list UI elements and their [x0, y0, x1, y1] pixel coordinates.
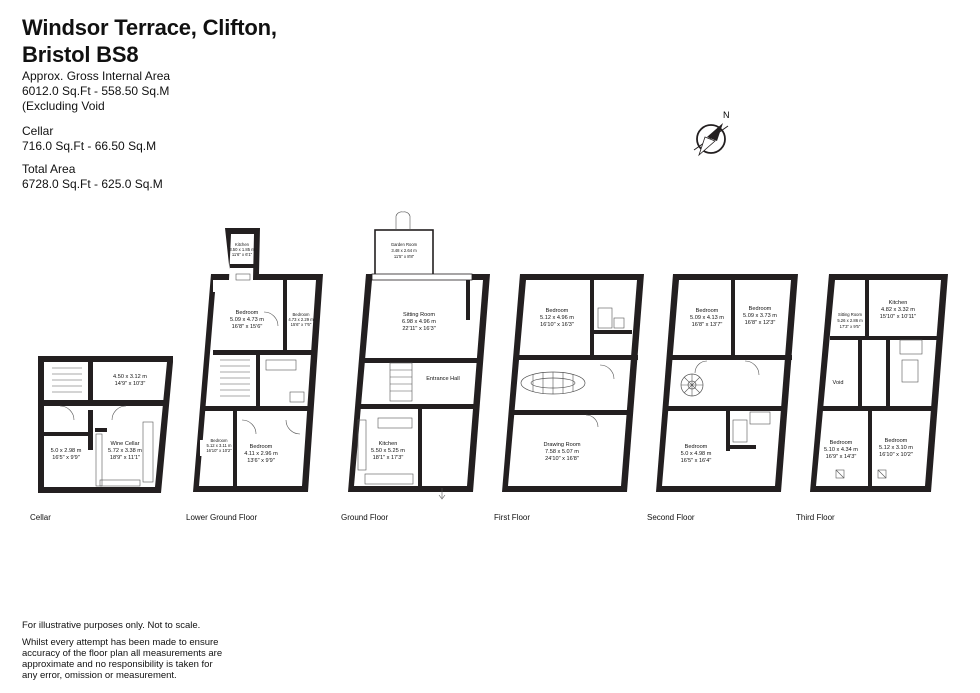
- compass-label: N: [723, 110, 730, 120]
- cellar-room-imperial: 16'5" x 9'9": [52, 455, 80, 461]
- total-area-label: Total Area: [22, 162, 76, 176]
- title-line-1: Windsor Terrace, Clifton,: [22, 15, 277, 40]
- entrance-hall-name: Entrance Hall: [426, 376, 460, 382]
- compass-north-icon: N: [693, 110, 730, 157]
- title-line-2: Bristol BS8: [22, 42, 139, 67]
- disclaimer: For illustrative purposes only. Not to s…: [22, 620, 242, 681]
- t-bedroom-right-imperial: 16'10" x 10'2": [879, 452, 913, 458]
- cellar-room-metric: 5.0 x 2.98 m: [51, 448, 82, 454]
- lg-bedroom-main-metric: 5.09 x 4.73 m: [230, 317, 264, 323]
- lg-bedroom-right-name: Bedroom: [293, 312, 311, 317]
- disclaimer-line-3: accuracy of the floor plan all measureme…: [22, 648, 223, 659]
- lg-bedroom-left-metric: 5.12 x 3.11 m: [206, 443, 232, 448]
- cellar-store-metric: 4.50 x 3.12 m: [113, 374, 147, 380]
- t-sitting-room-imperial: 17'3" x 9'5": [840, 324, 861, 329]
- gia-value: 6012.0 Sq.Ft - 558.50 Sq.M: [22, 84, 170, 98]
- floor-label-first: First Floor: [494, 513, 530, 522]
- floor-label-second: Second Floor: [647, 513, 695, 522]
- t-kitchen-metric: 4.82 x 3.32 m: [881, 307, 915, 313]
- lg-kitchen-metric: 3.50 x 1.85 m: [229, 247, 255, 252]
- cellar-plan: 4.50 x 3.12 m 14'9" x 10'3" 5.0 x 2.98 m…: [38, 356, 173, 493]
- s-bedroom-right-name: Bedroom: [749, 306, 772, 312]
- floor-label-third: Third Floor: [796, 513, 835, 522]
- wine-cellar-name: Wine Cellar: [111, 441, 140, 447]
- s-bedroom-left-imperial: 16'8" x 13'7": [692, 322, 723, 328]
- s-bedroom-left-metric: 5.09 x 4.13 m: [690, 315, 724, 321]
- wine-cellar-imperial: 18'9" x 11'1": [110, 455, 140, 461]
- lg-bedroom-main-name: Bedroom: [236, 310, 259, 316]
- lg-bedroom-left-imperial: 16'10" x 10'2": [206, 448, 232, 453]
- s-bedroom-right-metric: 5.09 x 3.73 m: [743, 313, 777, 319]
- lg-bedroom-right-imperial: 15'6" x 7'6": [291, 322, 312, 327]
- f-bedroom-metric: 5.12 x 4.96 m: [540, 315, 574, 321]
- disclaimer-line-1: For illustrative purposes only. Not to s…: [22, 620, 201, 631]
- g-kitchen-metric: 5.50 x 5.25 m: [371, 448, 405, 454]
- garden-room-name: Garden Room: [391, 242, 418, 247]
- s-bedroom-right-imperial: 16'8" x 12'3": [745, 320, 776, 326]
- ground-floor-plan: Garden Room 3.48 x 2.64 m 11'5" x 8'8" S…: [348, 211, 490, 500]
- s-bedroom-front-metric: 5.0 x 4.98 m: [681, 451, 712, 457]
- cellar-area: Cellar 716.0 Sq.Ft - 66.50 Sq.M: [22, 124, 156, 154]
- cellar-area-value: 716.0 Sq.Ft - 66.50 Sq.M: [22, 139, 157, 153]
- sitting-room-imperial: 22'11" x 16'3": [402, 326, 435, 332]
- sitting-room-metric: 6.98 x 4.96 m: [402, 319, 436, 325]
- lg-bedroom-right-metric: 4.73 x 2.29 m: [288, 317, 314, 322]
- lower-ground-floor-plan: Kitchen 3.50 x 1.85 m 11'6" x 6'1" Bedro…: [193, 228, 323, 492]
- cellar-area-label: Cellar: [22, 124, 54, 138]
- floor-label-lower-ground: Lower Ground Floor: [186, 513, 258, 522]
- floor-label-cellar: Cellar: [30, 513, 51, 522]
- lg-bedroom-left-name: Bedroom: [211, 438, 229, 443]
- t-kitchen-imperial: 15'10" x 10'11": [880, 314, 917, 320]
- g-kitchen-imperial: 18'1" x 17'3": [373, 455, 404, 461]
- drawing-room-metric: 7.58 x 5.07 m: [545, 449, 579, 455]
- lg-bedroom-mid-metric: 4.11 x 2.96 m: [244, 451, 278, 457]
- t-bedroom-left-imperial: 16'9" x 14'3": [826, 454, 857, 460]
- f-bedroom-imperial: 16'10" x 16'3": [540, 322, 574, 328]
- t-bedroom-right-metric: 5.12 x 3.10 m: [879, 445, 913, 451]
- s-bedroom-left-name: Bedroom: [696, 308, 719, 314]
- void-label: Void: [833, 380, 844, 386]
- disclaimer-line-2: Whilst every attempt has been made to en…: [22, 637, 219, 648]
- garden-room-imperial: 11'5" x 8'8": [394, 254, 415, 259]
- t-sitting-room-metric: 5.26 x 2.86 m: [837, 318, 863, 323]
- g-kitchen-name: Kitchen: [379, 441, 398, 447]
- t-bedroom-right-name: Bedroom: [885, 438, 908, 444]
- first-floor-plan: Bedroom 5.12 x 4.96 m 16'10" x 16'3" Dra…: [502, 274, 644, 492]
- lg-kitchen-name: Kitchen: [235, 242, 250, 247]
- total-area: Total Area 6728.0 Sq.Ft - 625.0 Sq.M: [22, 162, 163, 192]
- sitting-room-name: Sitting Room: [403, 312, 435, 318]
- lg-kitchen-imperial: 11'6" x 6'1": [232, 252, 253, 257]
- floor-label-ground: Ground Floor: [341, 513, 389, 522]
- disclaimer-line-5: any error, omission or measurement.: [22, 670, 177, 681]
- t-sitting-room-name: Sitting Room: [838, 312, 862, 317]
- s-bedroom-front-name: Bedroom: [685, 444, 708, 450]
- second-floor-plan: Bedroom 5.09 x 4.13 m 16'8" x 13'7" Bedr…: [656, 274, 798, 492]
- gross-internal-area: Approx. Gross Internal Area 6012.0 Sq.Ft…: [22, 69, 170, 114]
- lg-bedroom-main-imperial: 16'8" x 15'6": [232, 324, 263, 330]
- gia-note: (Excluding Void: [22, 99, 105, 113]
- garden-room-metric: 3.48 x 2.64 m: [391, 248, 417, 253]
- wine-cellar-metric: 5.72 x 3.38 m: [108, 448, 142, 454]
- drawing-room-name: Drawing Room: [544, 442, 581, 448]
- cellar-store-imperial: 14'9" x 10'3": [115, 381, 146, 387]
- f-bedroom-name: Bedroom: [546, 308, 569, 314]
- property-title: Windsor Terrace, Clifton, Bristol BS8: [22, 14, 277, 68]
- total-area-value: 6728.0 Sq.Ft - 625.0 Sq.M: [22, 177, 163, 191]
- t-kitchen-name: Kitchen: [889, 300, 908, 306]
- lg-bedroom-mid-name: Bedroom: [250, 444, 273, 450]
- t-bedroom-left-metric: 5.10 x 4.34 m: [824, 447, 858, 453]
- gia-label: Approx. Gross Internal Area: [22, 69, 171, 83]
- s-bedroom-front-imperial: 16'5" x 16'4": [681, 458, 712, 464]
- disclaimer-line-4: approximate and no responsibility is tak…: [22, 659, 213, 670]
- drawing-room-imperial: 24'10" x 16'8": [545, 456, 579, 462]
- t-bedroom-left-name: Bedroom: [830, 440, 853, 446]
- lg-bedroom-mid-imperial: 13'6" x 9'9": [247, 458, 275, 464]
- third-floor-plan: Sitting Room 5.26 x 2.86 m 17'3" x 9'5" …: [810, 274, 948, 492]
